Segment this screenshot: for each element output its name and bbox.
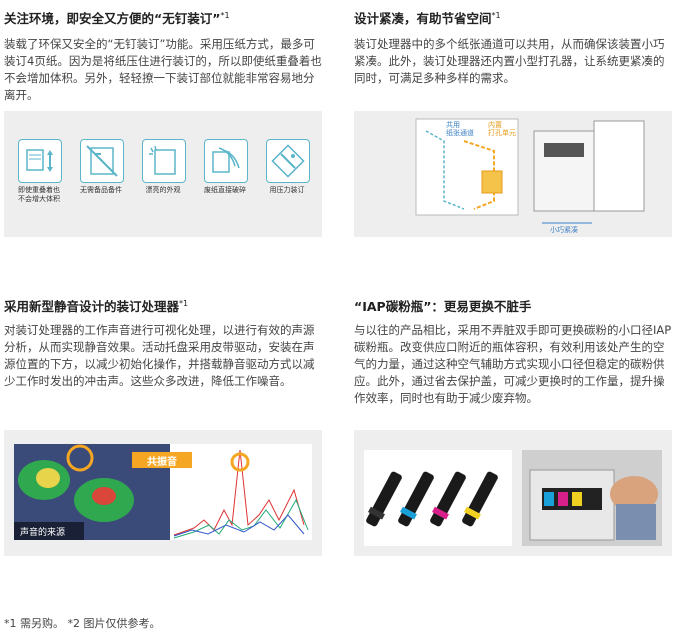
shared-path-label: 共用 纸张通道 [446, 121, 474, 137]
icon-1-caption: 即使重叠着也 不会增大体积 [9, 186, 69, 204]
resonance-label: 共振音 [147, 457, 177, 468]
toner-bottles-image [364, 450, 662, 546]
section-4-title: “IAP碳粉瓶”：更易更换不脏手 [354, 296, 531, 315]
icon-1-caption-line1: 即使重叠着也 [18, 186, 60, 194]
stacked-paper-icon [18, 139, 62, 183]
section-1-image-panel: 即使重叠着也 不会增大体积 无需备品备件 漂亮的外观 废纸直接破碎 [4, 111, 322, 237]
icon-2-caption: 无需备品备件 [80, 186, 122, 194]
press-staple-icon [266, 139, 310, 183]
section-3-title: 采用新型静音设计的装订处理器*1 [4, 296, 188, 315]
sound-source-label: 声音的来源 [20, 528, 66, 538]
icon-5-caption: 用压力装订 [269, 186, 305, 194]
section-4-image-panel [354, 430, 672, 556]
icon-1-caption-line2: 不会增大体积 [18, 195, 60, 203]
section-4-title-text: “IAP碳粉瓶”：更易更换不脏手 [354, 299, 532, 314]
section-1-title-text: 关注环境，即安全又方便的“无钉装订” [4, 11, 221, 26]
section-2-image-panel: 共用 纸张通道 内置 打孔单元 小巧紧凑 [354, 111, 672, 237]
toner-bottle-yellow [462, 471, 498, 527]
section-4-body: 与以往的产品相比，采用不弄脏双手即可更换碳粉的小口径IAP碳粉瓶。改变供应口附近… [354, 323, 672, 405]
section-2-footnote-ref: *1 [491, 10, 501, 20]
toner-bottle-magenta [430, 471, 466, 527]
section-3-body: 对装订处理器的工作声音进行可视化处理，以进行有效的声源分析，从而实现静音效果。活… [4, 323, 315, 388]
icon-4-caption: 废纸直接破碎 [204, 186, 246, 194]
section-3-title-text: 采用新型静音设计的装订处理器 [4, 299, 180, 314]
section-3-image-panel: 共振音 声音的来源 [4, 430, 322, 556]
section-1-body: 装载了环保又安全的“无钉装订”功能。采用压纸方式，最多可装订4页纸。因为是将纸压… [4, 37, 322, 102]
section-2-body: 装订处理器中的多个纸张通道可以共用，从而确保该装置小巧紧凑。此外，装订处理器还内… [354, 37, 665, 85]
noise-analysis-image [14, 444, 312, 540]
section-3-footnote-ref: *1 [179, 298, 189, 308]
clean-appearance-icon [142, 139, 186, 183]
footnote: *1 需另购。 *2 图片仅供参考。 [4, 617, 161, 630]
section-2-title-text: 设计紧凑，有助节省空间 [354, 11, 492, 26]
paper-separate-icon [204, 139, 248, 183]
puncher-label: 内置 打孔单元 [488, 121, 516, 137]
section-2-title: 设计紧凑，有助节省空间*1 [354, 8, 501, 27]
section-1-footnote-ref: *1 [220, 10, 230, 20]
compact-label: 小巧紧凑 [550, 226, 578, 234]
icon-3-caption: 漂亮的外观 [145, 186, 181, 194]
toner-bottle-black [366, 471, 402, 527]
section-1-title: 关注环境，即安全又方便的“无钉装订”*1 [4, 8, 230, 27]
no-staple-icon [80, 139, 124, 183]
toner-bottle-cyan [398, 471, 434, 527]
finisher-diagram [415, 118, 645, 224]
